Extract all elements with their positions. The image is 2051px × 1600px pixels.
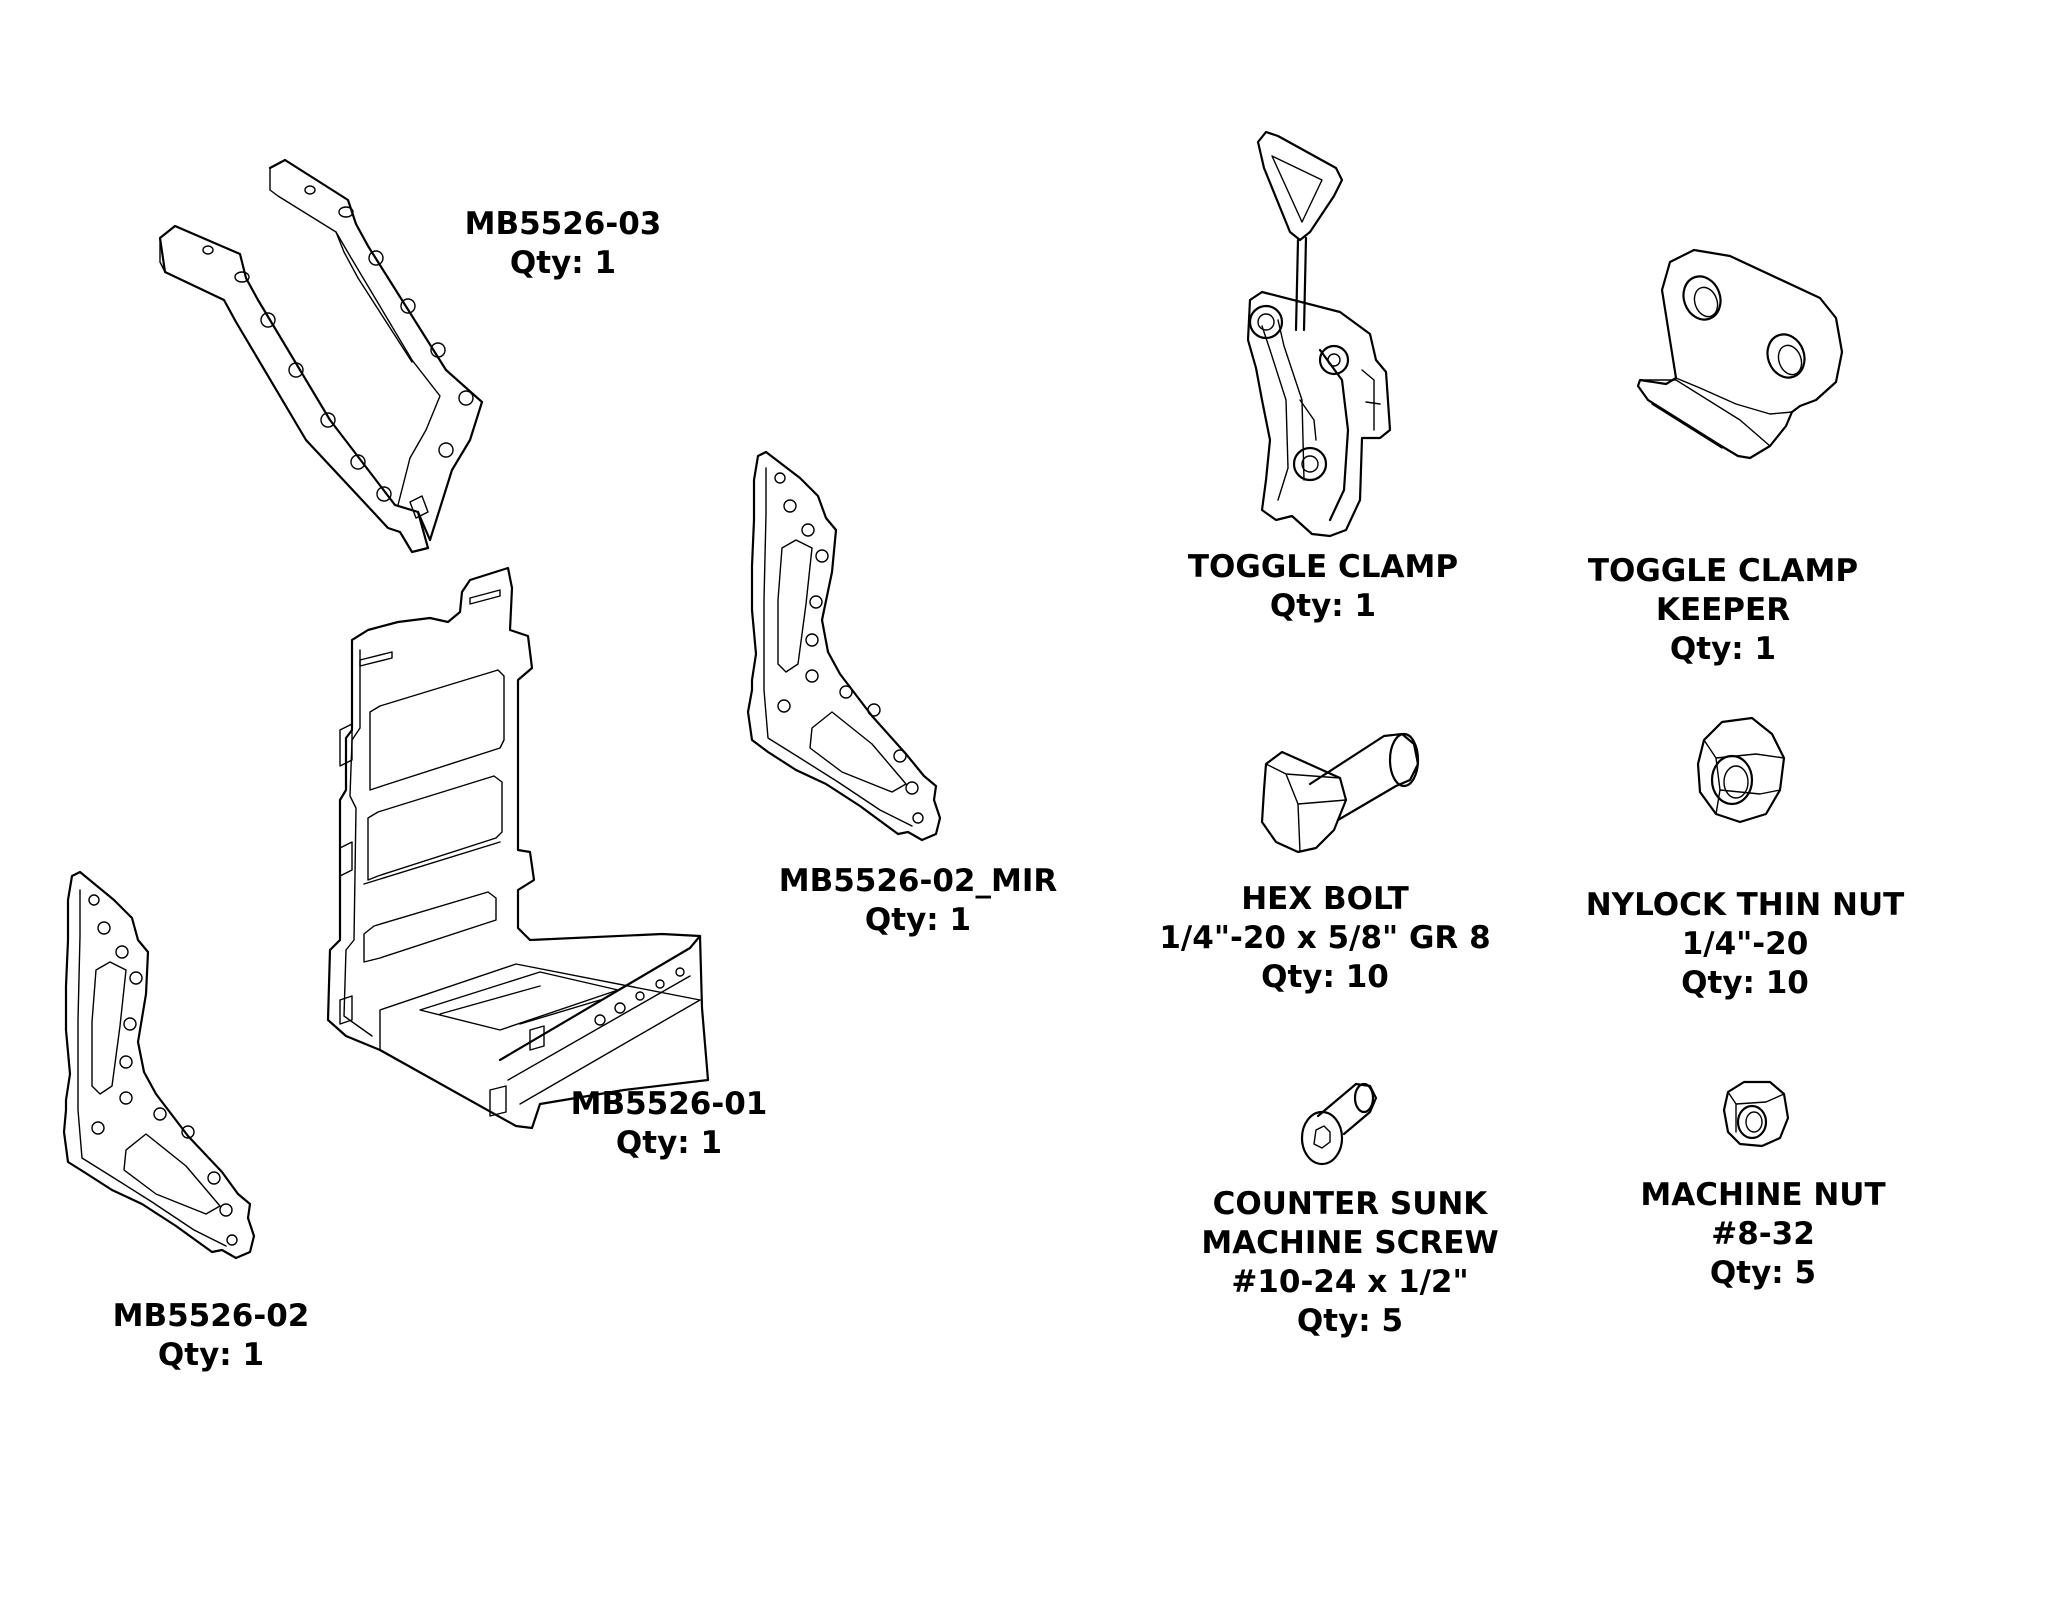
toggle-clamp-drawing <box>1248 132 1390 536</box>
label-mb5526-03: MB5526-03 Qty: 1 <box>465 205 662 283</box>
label-hex-bolt: HEX BOLT 1/4"-20 x 5/8" GR 8 Qty: 10 <box>1159 880 1490 997</box>
part-name: MACHINE NUT <box>1640 1177 1886 1213</box>
label-mb5526-02: MB5526-02 Qty: 1 <box>113 1297 310 1375</box>
plate-mb5526-02 <box>64 872 254 1258</box>
machine-nut-drawing <box>1724 1082 1788 1146</box>
part-qty: Qty: 5 <box>1296 1303 1404 1339</box>
part-number: MB5526-01 <box>570 1086 768 1122</box>
part-number: MB5526-02 <box>112 1298 310 1334</box>
label-toggle-clamp-keeper: TOGGLE CLAMP KEEPER Qty: 1 <box>1588 552 1858 669</box>
part-name-line1: COUNTER SUNK <box>1212 1186 1488 1222</box>
part-qty: Qty: 1 <box>615 1125 723 1161</box>
part-qty: Qty: 1 <box>509 245 617 281</box>
part-qty: Qty: 10 <box>1261 959 1389 995</box>
label-machine-nut: MACHINE NUT #8-32 Qty: 5 <box>1640 1176 1885 1293</box>
part-number: MB5526-03 <box>464 206 662 242</box>
part-qty: Qty: 1 <box>157 1337 265 1373</box>
part-spec: 1/4"-20 <box>1681 926 1809 962</box>
countersunk-screw-drawing <box>1302 1084 1376 1164</box>
toggle-clamp-keeper-drawing <box>1638 250 1842 458</box>
part-name: TOGGLE CLAMP <box>1187 549 1459 585</box>
part-name: HEX BOLT <box>1241 881 1409 917</box>
part-name-line2: KEEPER <box>1655 592 1791 628</box>
label-mb5526-02-mir: MB5526-02_MIR Qty: 1 <box>779 862 1058 940</box>
part-name-line1: TOGGLE CLAMP <box>1587 553 1859 589</box>
frame-mb5526-01 <box>328 568 708 1128</box>
part-qty: Qty: 1 <box>1269 588 1377 624</box>
part-name: NYLOCK THIN NUT <box>1585 887 1905 923</box>
part-spec: #8-32 <box>1711 1216 1815 1252</box>
bracket-mb5526-03 <box>160 160 482 552</box>
part-qty: Qty: 5 <box>1709 1255 1817 1291</box>
label-mb5526-01: MB5526-01 Qty: 1 <box>571 1085 768 1163</box>
part-name-line2: MACHINE SCREW <box>1201 1225 1499 1261</box>
nylock-nut-drawing <box>1698 718 1784 822</box>
plate-mb5526-02-mir <box>748 452 940 840</box>
part-qty: Qty: 10 <box>1681 965 1809 1001</box>
part-qty: Qty: 1 <box>1669 631 1777 667</box>
label-nylock-thin-nut: NYLOCK THIN NUT 1/4"-20 Qty: 10 <box>1586 886 1905 1003</box>
part-number: MB5526-02_MIR <box>778 863 1058 899</box>
label-counter-sunk-screw: COUNTER SUNK MACHINE SCREW #10-24 x 1/2"… <box>1201 1185 1498 1341</box>
part-spec: 1/4"-20 x 5/8" GR 8 <box>1159 920 1491 956</box>
part-spec: #10-24 x 1/2" <box>1231 1264 1469 1300</box>
part-qty: Qty: 1 <box>864 902 972 938</box>
hex-bolt-drawing <box>1262 734 1418 852</box>
label-toggle-clamp: TOGGLE CLAMP Qty: 1 <box>1188 548 1458 626</box>
